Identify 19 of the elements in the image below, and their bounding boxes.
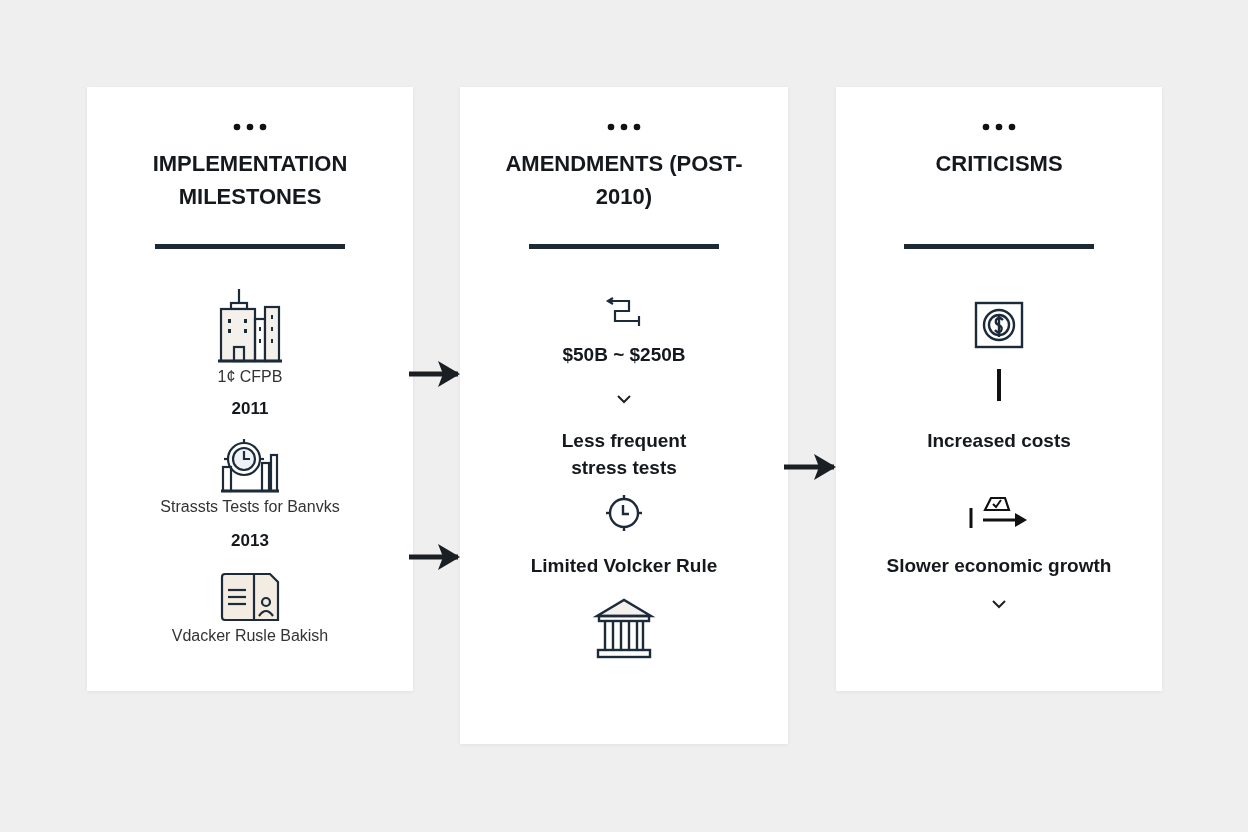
column-heading: CRITICISMS	[934, 150, 1064, 178]
column-card	[460, 87, 788, 744]
column-heading: AMENDMENTS (POST-2010)	[504, 150, 744, 211]
item-label: Increased costs	[926, 429, 1072, 453]
milestone-label: Strassts Tests for Banvks	[159, 497, 341, 517]
item-label: $50B ~ $250B	[561, 343, 687, 367]
arrow	[409, 361, 460, 387]
column-heading: IMPLEMENTATION MILESTONES	[151, 150, 349, 211]
item-label: Limited Volcker Rule	[529, 554, 719, 578]
item-label: Slower economic growth	[885, 554, 1113, 578]
arrow	[784, 454, 836, 480]
milestone-label: 1¢ CFPB	[216, 367, 284, 387]
column-card	[87, 87, 413, 691]
year-label: 2011	[230, 398, 270, 420]
item-label: Less frequent stress tests	[560, 429, 688, 480]
year-label: 2013	[230, 530, 270, 552]
arrow	[409, 544, 460, 570]
milestone-label: Vdacker Rusle Bakish	[170, 626, 330, 646]
column-card	[836, 87, 1162, 691]
